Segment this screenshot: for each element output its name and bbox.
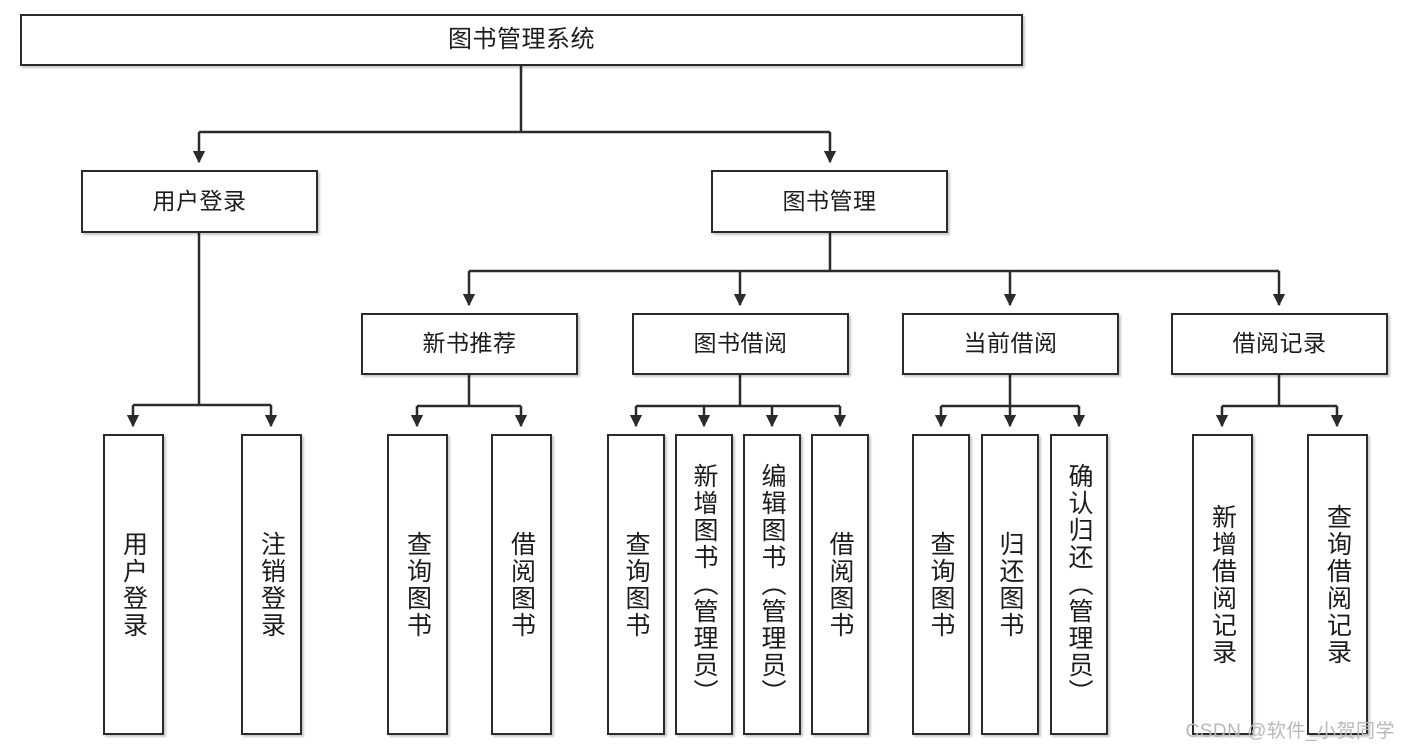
node-label: 借阅图书 bbox=[826, 530, 854, 639]
leaf-borrow-record-query-record[interactable]: 查询借阅记录 bbox=[1307, 434, 1368, 735]
node-label: 用户登录 bbox=[119, 530, 148, 639]
node-label: 注销登录 bbox=[257, 530, 286, 639]
leaf-current-borrow-confirm-return-admin[interactable]: 确认归还（管理员） bbox=[1050, 434, 1108, 735]
leaf-user-login-signin[interactable]: 用户登录 bbox=[103, 434, 164, 735]
node-borrowing-record[interactable]: 借阅记录 bbox=[1171, 313, 1388, 375]
node-label: 当前借阅 bbox=[963, 330, 1058, 357]
node-label: 借阅图书 bbox=[507, 530, 536, 639]
node-label: 查询图书 bbox=[622, 530, 650, 639]
node-label: 图书管理 bbox=[782, 187, 877, 214]
leaf-current-borrow-return-books[interactable]: 归还图书 bbox=[981, 434, 1039, 735]
node-label: 确认归还（管理员） bbox=[1065, 463, 1093, 706]
node-label: 查询图书 bbox=[927, 530, 955, 639]
node-current-borrowing[interactable]: 当前借阅 bbox=[902, 313, 1119, 375]
node-user-login[interactable]: 用户登录 bbox=[81, 170, 318, 233]
leaf-book-borrow-query-books[interactable]: 查询图书 bbox=[607, 434, 665, 735]
node-book-borrowing[interactable]: 图书借阅 bbox=[632, 313, 849, 375]
node-label: 查询图书 bbox=[403, 530, 432, 639]
leaf-current-borrow-query-books[interactable]: 查询图书 bbox=[912, 434, 970, 735]
leaf-borrow-record-add-record[interactable]: 新增借阅记录 bbox=[1192, 434, 1253, 735]
node-book-management[interactable]: 图书管理 bbox=[711, 170, 948, 233]
node-label: 图书管理系统 bbox=[448, 25, 595, 53]
node-new-book-recommendation[interactable]: 新书推荐 bbox=[361, 313, 578, 375]
leaf-user-login-signout[interactable]: 注销登录 bbox=[241, 434, 302, 735]
leaf-new-book-borrow-books[interactable]: 借阅图书 bbox=[491, 434, 552, 735]
leaf-book-borrow-edit-book-admin[interactable]: 编辑图书（管理员） bbox=[743, 434, 801, 735]
leaf-book-borrow-borrow-books[interactable]: 借阅图书 bbox=[811, 434, 869, 735]
node-label: 图书借阅 bbox=[693, 330, 788, 357]
leaf-new-book-query-books[interactable]: 查询图书 bbox=[387, 434, 448, 735]
node-label: 新增借阅记录 bbox=[1208, 503, 1237, 666]
node-label: 借阅记录 bbox=[1232, 330, 1327, 357]
node-label: 编辑图书（管理员） bbox=[758, 463, 786, 706]
node-label: 查询借阅记录 bbox=[1323, 503, 1352, 666]
node-label: 新增图书（管理员） bbox=[690, 463, 718, 706]
node-label: 归还图书 bbox=[996, 530, 1024, 639]
leaf-book-borrow-add-book-admin[interactable]: 新增图书（管理员） bbox=[675, 434, 733, 735]
node-root-book-management-system[interactable]: 图书管理系统 bbox=[20, 14, 1023, 66]
node-label: 新书推荐 bbox=[422, 330, 517, 357]
node-label: 用户登录 bbox=[152, 187, 247, 214]
